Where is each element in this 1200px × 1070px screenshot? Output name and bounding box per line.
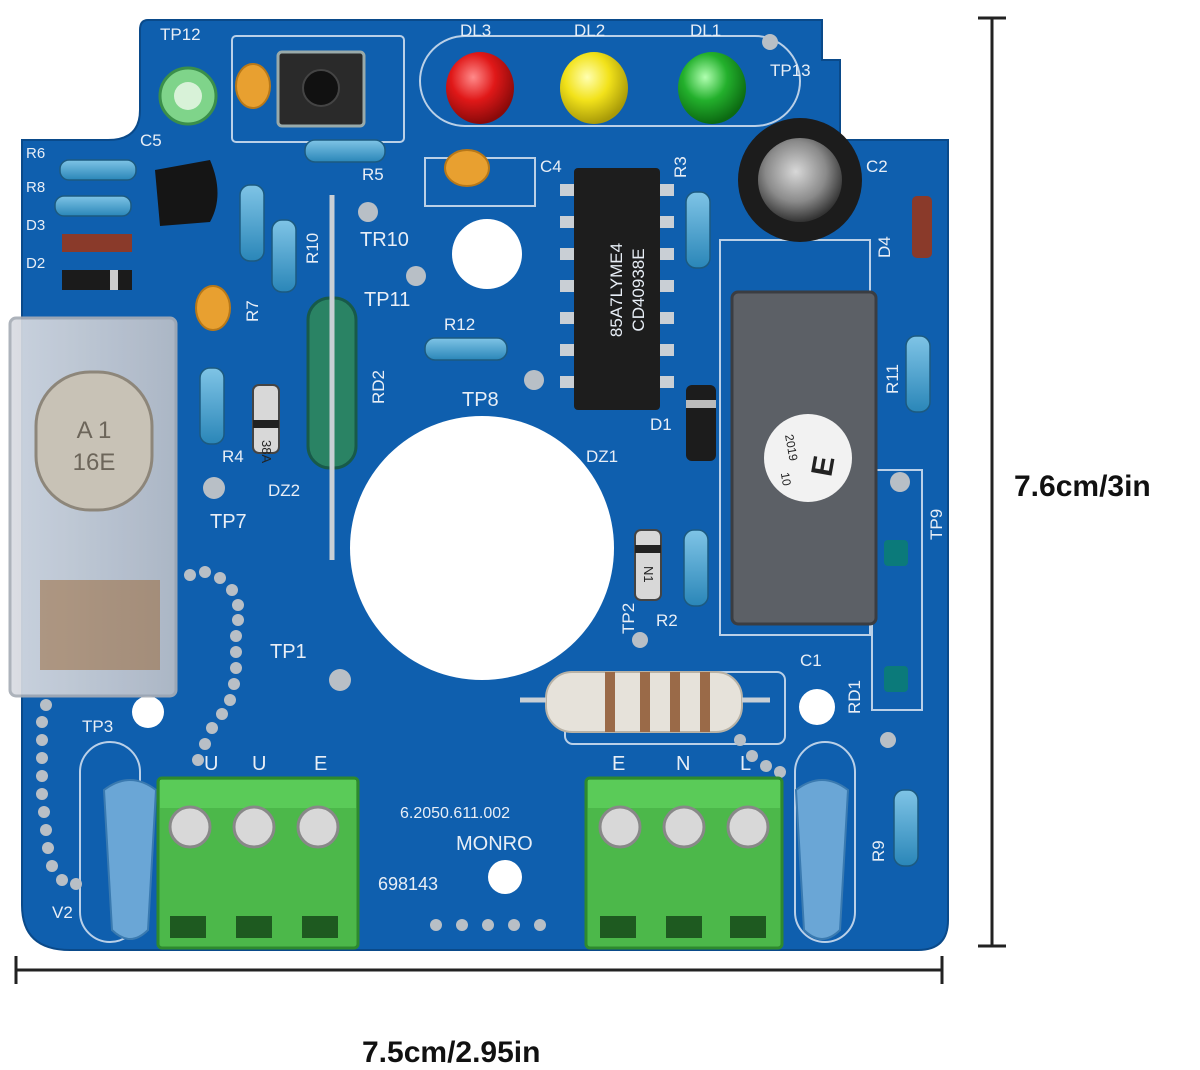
mounting-hole bbox=[452, 219, 522, 289]
label-c5: C5 bbox=[140, 131, 162, 150]
label-r9: R9 bbox=[869, 840, 888, 862]
label-tp12: TP12 bbox=[160, 25, 201, 44]
label-tp13: TP13 bbox=[770, 61, 811, 80]
label-dl1: DL1 bbox=[690, 21, 721, 40]
height-dimension-label: 7.6cm/3in bbox=[1014, 470, 1151, 503]
label-r8: R8 bbox=[26, 179, 45, 196]
chip-marking-1: 85A7LYME4 bbox=[607, 243, 626, 337]
label-c1: C1 bbox=[800, 651, 822, 670]
label-r6: R6 bbox=[26, 145, 45, 162]
label-term-right-1: E bbox=[612, 753, 625, 775]
sticker-month: 10 bbox=[778, 471, 794, 487]
label-r10: R10 bbox=[303, 233, 322, 264]
label-tp1: TP1 bbox=[270, 641, 307, 663]
chip-marking-2: CD40938E bbox=[629, 248, 648, 331]
label-r2: R2 bbox=[656, 611, 678, 630]
label-tp3: TP3 bbox=[82, 717, 113, 736]
label-part-no: 6.2050.611.002 bbox=[400, 805, 510, 822]
sticker bbox=[764, 414, 852, 502]
label-d4: D4 bbox=[875, 236, 894, 258]
label-brand: MONRO bbox=[456, 833, 533, 855]
label-dl3: DL3 bbox=[460, 21, 491, 40]
label-term-left-2: U bbox=[252, 753, 266, 775]
label-d1: D1 bbox=[650, 415, 672, 434]
mounting-hole bbox=[488, 860, 522, 894]
label-r3: R3 bbox=[671, 156, 690, 178]
label-tr10: TR10 bbox=[360, 229, 409, 251]
zener-marking-dz1: N1 bbox=[641, 566, 656, 583]
label-tp8: TP8 bbox=[462, 389, 499, 411]
label-term-right-2: N bbox=[676, 753, 690, 775]
label-dz2: DZ2 bbox=[268, 481, 300, 500]
label-term-left-3: E bbox=[314, 753, 327, 775]
mounting-hole bbox=[799, 689, 835, 725]
label-r11: R11 bbox=[883, 364, 902, 394]
label-r5: R5 bbox=[362, 165, 384, 184]
label-term-left-1: U bbox=[204, 753, 218, 775]
relay-marking-2: 16E bbox=[73, 449, 116, 476]
label-tp2: TP2 bbox=[619, 603, 638, 634]
label-v2: V2 bbox=[52, 903, 73, 922]
ic-chip bbox=[574, 168, 660, 410]
mounting-hole bbox=[350, 416, 614, 680]
label-rd2: RD2 bbox=[369, 370, 388, 404]
terminal-block-right bbox=[584, 776, 784, 950]
led-green bbox=[678, 52, 746, 124]
terminal-block-left bbox=[156, 776, 360, 950]
zener-marking-dz2: 38A bbox=[259, 440, 274, 463]
varistor-rd1 bbox=[794, 779, 850, 940]
label-tp11: TP11 bbox=[364, 289, 410, 311]
width-dimension-label: 7.5cm/2.95in bbox=[362, 1036, 541, 1069]
label-c4: C4 bbox=[540, 157, 562, 176]
label-rd1: RD1 bbox=[845, 680, 864, 714]
label-r12: R12 bbox=[444, 315, 475, 334]
label-dz1: DZ1 bbox=[586, 447, 618, 466]
label-dl2: DL2 bbox=[574, 21, 605, 40]
transistor bbox=[155, 160, 218, 226]
varistor-v2 bbox=[102, 779, 158, 940]
led-yellow bbox=[560, 52, 628, 124]
mounting-hole bbox=[132, 696, 164, 728]
relay-marking-1: A 1 bbox=[77, 417, 112, 444]
label-tp7: TP7 bbox=[210, 511, 247, 533]
label-d3: D3 bbox=[26, 217, 45, 234]
label-c2: C2 bbox=[866, 157, 888, 176]
label-r4: R4 bbox=[222, 447, 244, 466]
label-serial: 698143 bbox=[378, 874, 438, 894]
label-term-right-3: L bbox=[740, 753, 751, 775]
led-red bbox=[446, 52, 514, 124]
label-d2: D2 bbox=[26, 255, 45, 272]
label-r7: R7 bbox=[243, 300, 262, 322]
label-tp9: TP9 bbox=[927, 509, 946, 540]
sticker-year: 2019 bbox=[782, 433, 800, 462]
